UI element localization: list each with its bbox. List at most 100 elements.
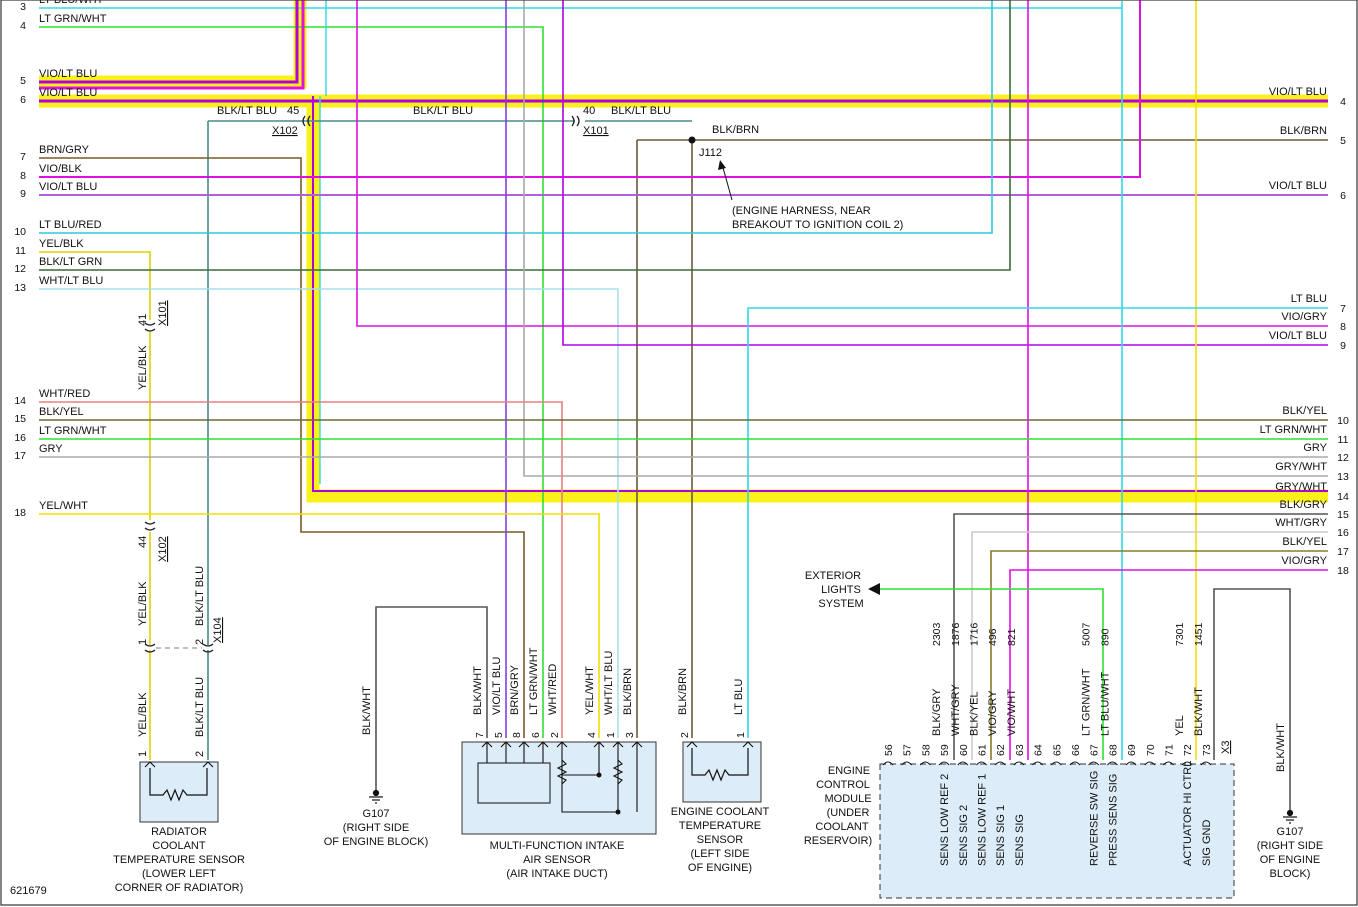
pin-mark [481, 741, 493, 748]
exterior-line-2: LIGHTS [821, 584, 861, 596]
ground-left-name: G107 [363, 808, 390, 820]
left-wire-label: VIO/LT BLU [39, 68, 97, 80]
ecm-pin-mark [920, 761, 931, 766]
mfi-title-3: (AIR INTAKE DUCT) [506, 868, 607, 880]
pin-mark [612, 741, 624, 748]
ecm-circuit-wire: WHT/GRY [950, 684, 962, 736]
mfi-pin-wire: WHT/LT BLU [603, 651, 615, 715]
left-wire-label: YEL/WHT [39, 500, 88, 512]
ecm-pin-mark [882, 761, 894, 766]
ecm-title-2: CONTROL [816, 779, 870, 791]
left-wire-number: 18 [14, 507, 26, 519]
ecm-circuit-number: 1716 [969, 622, 981, 646]
mfi-pin-wire: VIO/LT BLU [491, 657, 503, 715]
left-wire-label: WHT/LT BLU [39, 275, 103, 287]
ect-sensor-box [682, 741, 762, 803]
right-wire-label: LT BLU [1291, 293, 1327, 305]
x104-name: X104 [212, 617, 224, 643]
right-wire-label: BLK/YEL [1282, 536, 1327, 548]
ecm-pin-mark [957, 761, 969, 766]
left-wire-number: 9 [20, 188, 26, 200]
ecm-circuit-wire: VIO/WHT [1006, 689, 1018, 736]
mfi-title-1: MULTI-FUNCTION INTAKE [490, 840, 625, 852]
left-wire-label: WHT/RED [39, 388, 90, 400]
wire-14 [39, 401, 563, 738]
x104-sym-a [144, 643, 156, 653]
mfi-pin-number: 3 [624, 732, 636, 738]
left-wire-label: VIO/LT BLU [39, 87, 97, 99]
left-wire-label: LT BLU/WHT [39, 0, 104, 6]
ecm-circuit-number: 496 [987, 628, 999, 646]
splice-name: J112 [699, 147, 722, 159]
ecm-circuit-number: 7301 [1174, 622, 1186, 646]
ecm-pin-mark [1069, 761, 1081, 766]
wire-vio-top-1 [356, 0, 1328, 327]
mfi-title-2: AIR SENSOR [523, 854, 591, 866]
x102-left-name: X102 [157, 536, 169, 562]
mfi-pin-wire: BRN/GRY [509, 664, 521, 715]
pin-mark [742, 741, 754, 748]
right-wire-number: 8 [1340, 321, 1346, 333]
wire-5 [39, 0, 299, 84]
mfi-pin-wire: LT GRN/WHT [528, 647, 540, 715]
ect-title-5: OF ENGINE) [688, 862, 752, 874]
x104-wire-b: BLK/LT BLU [194, 677, 206, 737]
ecm-pin-number: 71 [1164, 744, 1176, 756]
left-wire-number: 12 [14, 263, 26, 275]
mid-wire-label: BLK/LT BLU [413, 105, 473, 117]
right-wire-label: BLK/GRY [1280, 499, 1328, 511]
ecm-pin-mark [1144, 761, 1156, 766]
right-wire-number: 13 [1337, 471, 1349, 483]
ground-symbol-right [1283, 809, 1297, 824]
ecm-circuit-function: SIG GND [1201, 819, 1213, 866]
ect-pin-wire: LT BLU [733, 679, 745, 715]
mfi-node-b [615, 809, 621, 815]
x101-top-pin: 40 [583, 105, 595, 117]
right-wire-label: GRY/WHT [1275, 481, 1327, 493]
left-wire-number: 15 [14, 413, 26, 425]
ecm-pin-number: 58 [920, 744, 932, 756]
right-wire-label: VIO/LT BLU [1269, 86, 1327, 98]
ecm-pin-number: 63 [1014, 744, 1026, 756]
left-wire-label: VIO/LT BLU [39, 181, 97, 193]
ecm-pin-number: 62 [995, 744, 1007, 756]
left-wire-number: 13 [14, 282, 26, 294]
x102-top-pin: 45 [287, 105, 299, 117]
radiator-title-1: RADIATOR [151, 826, 207, 838]
pin-mark [202, 761, 214, 768]
ecm-title-4: (UNDER [827, 807, 870, 819]
mfi-pin-wire: YEL/WHT [584, 666, 596, 715]
ecm-title-6: RESERVOIR) [804, 835, 872, 847]
mfi-pin-wire: WHT/RED [547, 664, 559, 715]
pin-mark [537, 741, 549, 748]
right-wire-label: WHT/GRY [1275, 517, 1327, 529]
wire-6-bundle-vert [312, 96, 1328, 492]
ecm-pin-mark [901, 761, 913, 766]
right-wire-label: VIO/GRY [1281, 555, 1327, 567]
ect-title-2: TEMPERATURE [679, 820, 761, 832]
right-wire-label: VIO/LT BLU [1269, 330, 1327, 342]
wire-11 [39, 251, 151, 760]
x102-left-pin: 44 [137, 536, 149, 548]
left-wire-number: 7 [20, 151, 26, 163]
radiator-title-3: TEMPERATURE SENSOR [113, 854, 245, 866]
splice-note-1: (ENGINE HARNESS, NEAR [732, 205, 871, 217]
left-wire-label: BLK/LT GRN [39, 256, 102, 268]
ecm-circuit-number: 1451 [1193, 622, 1205, 646]
ecm-pin-number: 66 [1070, 744, 1082, 756]
ecm-circuit-wire: VIO/GRY [987, 690, 999, 736]
ecm-pin-number: 73 [1201, 744, 1213, 756]
right-wire-number: 6 [1340, 190, 1346, 202]
ground-left-wire: BLK/WHT [361, 686, 373, 735]
diagram-id: 621679 [10, 885, 47, 897]
wire-ltblu-7 [747, 307, 1328, 738]
ecm-pin-number: 70 [1145, 744, 1157, 756]
wire-ext-lights [880, 588, 1104, 760]
ecm-pin-number: 59 [939, 744, 951, 756]
ecm-pin-number: 61 [977, 744, 989, 756]
